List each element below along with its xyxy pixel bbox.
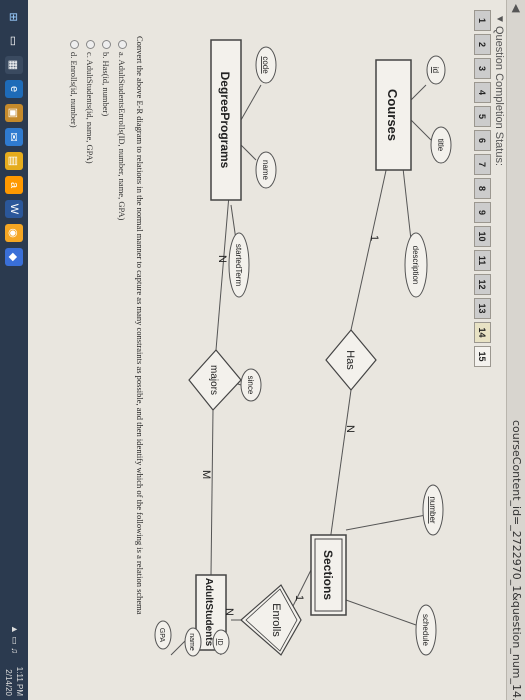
option-d[interactable]: d. Enrolls(id, number) xyxy=(69,40,79,128)
entity-adult-students-label: AdultStudents xyxy=(203,578,214,647)
question-nav-button[interactable]: 3 xyxy=(474,58,491,79)
card-enrolls-students: N xyxy=(223,608,235,616)
mail-icon[interactable]: ✉ xyxy=(5,128,23,146)
entity-sections xyxy=(310,534,347,616)
question-nav-button[interactable]: 2 xyxy=(474,34,491,55)
question-nav-button[interactable]: 14 xyxy=(474,322,491,343)
relationship-has-label: Has xyxy=(344,350,356,370)
attr-title xyxy=(430,126,452,164)
task-view-icon[interactable]: ▭ xyxy=(7,35,20,47)
question-nav-button[interactable]: 4 xyxy=(474,82,491,103)
attr-name-label: name xyxy=(261,160,270,181)
attr-number xyxy=(422,484,444,536)
store-icon[interactable]: ▦ xyxy=(5,56,23,74)
entity-courses xyxy=(375,59,412,171)
windows-taskbar: ⊞ ▭ ▦ e ▣ ✉ ▤ a W ◉ ◆ ▲ ▭ ♫ 1:11 PM 2/14… xyxy=(0,0,28,700)
option-b-label[interactable]: b. Has(id, number) xyxy=(101,52,111,117)
attr-student-name xyxy=(184,627,202,657)
system-tray-icons[interactable]: ▲ ▭ ♫ xyxy=(10,624,20,654)
attr-description xyxy=(404,232,428,298)
edge-icon[interactable]: e xyxy=(5,80,23,98)
question-nav-button[interactable]: 8 xyxy=(474,178,491,199)
attr-student-id-label: ID xyxy=(216,639,223,646)
option-d-label[interactable]: d. Enrolls(id, number) xyxy=(69,52,79,128)
radio-button[interactable] xyxy=(118,40,127,49)
card-has-sections: N xyxy=(344,425,356,433)
completion-status-label: Question Completion Status: xyxy=(493,26,505,167)
card-majors-students: M xyxy=(200,470,212,479)
collapse-arrow-icon[interactable]: ▼ xyxy=(494,14,505,24)
back-arrow-icon[interactable]: ◀ xyxy=(510,4,523,13)
attr-student-name-label: name xyxy=(188,633,195,651)
clock-date: 2/14/20 xyxy=(4,669,13,696)
attr-code xyxy=(255,46,277,84)
radio-button[interactable] xyxy=(86,40,95,49)
address-bar[interactable]: ◀ courseContent_id=_2722970_1&question_n… xyxy=(506,0,525,700)
relationship-enrolls xyxy=(240,584,302,656)
question-nav-button[interactable]: 12 xyxy=(474,274,491,295)
question-nav-button[interactable]: 7 xyxy=(474,154,491,175)
card-enrolls-sections: 1 xyxy=(293,595,305,601)
entity-sections-inner-border xyxy=(314,538,343,612)
option-a-label[interactable]: a. AdultStudentsEnrolls(ID, number, name… xyxy=(117,52,127,221)
folder-icon[interactable]: ▤ xyxy=(5,152,23,170)
attr-code-label: code xyxy=(261,56,270,74)
attr-id xyxy=(426,55,446,85)
amazon-icon[interactable]: a xyxy=(5,176,23,194)
option-a[interactable]: a. AdultStudentsEnrolls(ID, number, name… xyxy=(117,40,127,220)
attr-started-term-label: startedTerm xyxy=(234,244,243,287)
relationship-majors-label: majors xyxy=(208,365,219,395)
attr-student-id xyxy=(212,629,230,655)
attr-description-label: description xyxy=(411,246,420,285)
attr-schedule xyxy=(415,604,437,656)
attr-number-label: number xyxy=(428,496,437,523)
relationship-has xyxy=(325,329,377,391)
option-c[interactable]: c. AdultStudents(id, name, GPA) xyxy=(85,40,95,164)
attr-schedule-label: schedule xyxy=(421,614,430,647)
entity-degree-programs-label: DegreePrograms xyxy=(218,72,232,169)
attr-name xyxy=(255,151,277,189)
card-majors-programs: N xyxy=(216,255,228,263)
question-nav-button[interactable]: 5 xyxy=(474,106,491,127)
relationship-majors xyxy=(188,349,242,411)
relationship-enrolls-inner-border xyxy=(245,588,298,652)
question-prompt: Convert the above E-R diagram to relatio… xyxy=(135,36,145,615)
entity-sections-label: Sections xyxy=(321,550,335,600)
question-nav-button[interactable]: 9 xyxy=(474,202,491,223)
card-has-courses: 1 xyxy=(368,235,380,241)
save-link-hint xyxy=(481,660,491,700)
question-nav-button[interactable]: 6 xyxy=(474,130,491,151)
attr-gpa xyxy=(154,620,172,650)
question-nav-button[interactable]: 13 xyxy=(474,298,491,319)
start-menu-icon[interactable]: ⊞ xyxy=(7,12,20,22)
attr-since xyxy=(240,368,262,402)
relationship-enrolls-label: Enrolls xyxy=(270,603,282,637)
chrome-icon[interactable]: ◉ xyxy=(5,224,23,242)
er-diagram: Courses Sections DegreePrograms AdultStu… xyxy=(154,39,452,657)
question-nav-button[interactable]: 11 xyxy=(474,250,491,271)
url-text[interactable]: courseContent_id=_2722970_1&question_num… xyxy=(510,420,523,700)
question-nav-button[interactable]: 15 xyxy=(474,346,491,367)
word-icon[interactable]: W xyxy=(5,200,23,218)
option-c-label[interactable]: c. AdultStudents(id, name, GPA) xyxy=(85,52,95,164)
question-nav-button[interactable]: 10 xyxy=(474,226,491,247)
radio-button[interactable] xyxy=(102,40,111,49)
attr-title-label: title xyxy=(436,139,445,152)
attr-started-term xyxy=(228,232,250,298)
question-nav-button[interactable]: 1 xyxy=(474,10,491,31)
entity-courses-label: Courses xyxy=(385,89,400,141)
attr-since-label: since xyxy=(246,376,255,395)
file-explorer-icon[interactable]: ▣ xyxy=(5,104,23,122)
app-icon[interactable]: ◆ xyxy=(5,248,23,266)
entity-degree-programs xyxy=(210,39,242,201)
attr-gpa-label: GPA xyxy=(158,628,165,643)
taskbar-clock[interactable]: 1:11 PM 2/14/20 xyxy=(3,667,25,696)
clock-time: 1:11 PM xyxy=(15,666,24,696)
radio-button[interactable] xyxy=(70,40,79,49)
attr-id-label: id xyxy=(431,67,440,73)
option-b[interactable]: b. Has(id, number) xyxy=(101,40,111,116)
